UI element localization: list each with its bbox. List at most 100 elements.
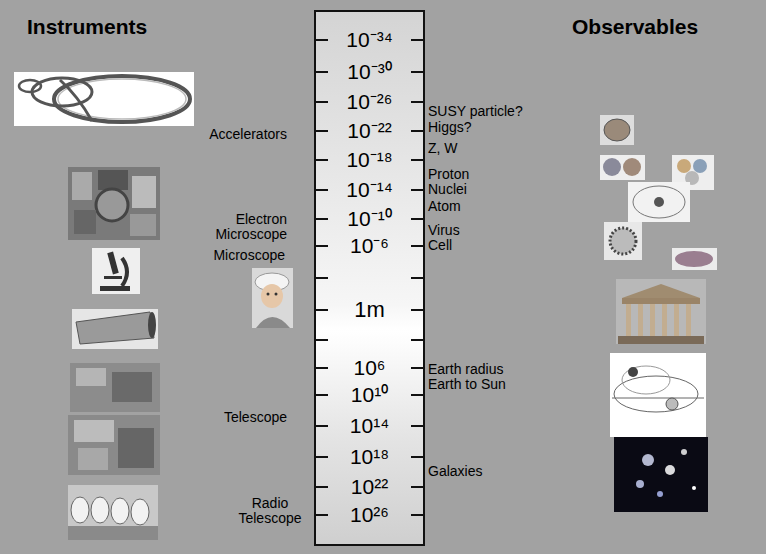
instrument-label: Telescope [224,410,287,425]
child-photo-part [275,293,278,296]
detector-image-part [130,214,156,236]
telescope-image-part [76,312,154,344]
radio-dishes-image [68,485,158,540]
tick-mark [411,130,423,132]
particle-images-part [633,186,685,218]
galaxy-image-part [681,449,687,455]
tick-mark [316,456,328,458]
parthenon-image [616,279,706,344]
telescope-photos-part [74,420,114,442]
galaxy-image-part [636,480,644,488]
tick-mark [411,456,423,458]
scale-value: 10¹⁰ [316,383,423,406]
particle-images-part [610,228,636,254]
accelerator-image-part [19,80,41,92]
particle-images [600,115,717,270]
tick-mark [316,159,328,161]
scale-value: 10⁻¹⁴ [316,178,423,201]
tick-mark [316,486,328,488]
detector-image [68,167,160,240]
tick-mark [316,367,328,369]
scale-value: 10²⁶ [316,503,423,526]
particle-images-part [603,158,621,176]
observable-label: Galaxies [428,464,482,479]
telescope-photos-part [78,448,108,470]
observable-label: Z, W [428,141,458,156]
tick-mark [316,514,328,516]
observable-label: Cell [428,238,452,253]
galaxy-image-part [692,486,696,490]
telescope-photos [68,363,160,475]
scale-value: 10⁻²⁶ [316,90,423,113]
accelerator-image-part [14,72,194,126]
instrument-label: Microscope [213,248,285,263]
solar-system-image-part [614,376,698,412]
child-photo-part [256,317,290,328]
observable-label: Earth radius [428,362,503,377]
column-heading: Instruments [27,15,147,38]
tick-mark [316,245,328,247]
column-heading: Observables [572,15,698,38]
solar-system-image-part [612,398,704,399]
microscope-image-part [122,258,127,286]
particle-images-part [693,159,707,173]
tick-mark [316,339,328,341]
child-photo [252,268,293,328]
scale-bar: 10⁻³⁴10⁻³⁰10⁻²⁶10⁻²²10⁻¹⁸10⁻¹⁴10⁻¹⁰10⁻⁶1… [314,10,425,546]
particle-images-part [628,182,690,222]
parthenon-image-part [622,284,700,298]
particle-images-part [600,155,645,180]
tick-mark [411,277,423,279]
tick-mark [411,159,423,161]
child-photo-part [252,268,293,328]
tick-mark [316,277,328,279]
radio-dishes-image-part [68,526,158,540]
detector-image-part [96,189,128,221]
accelerator-image [14,72,194,126]
tick-mark [411,514,423,516]
observable-label: Proton [428,167,469,182]
scale-value: 10²² [316,475,423,498]
particle-images-part [672,248,717,270]
tick-mark [316,309,328,311]
tick-mark [411,309,423,311]
tick-mark [411,245,423,247]
tick-mark [411,425,423,427]
parthenon-image-part [622,298,700,304]
accelerator-image-part [60,80,92,121]
microscope-image-part [92,248,140,294]
observable-label: Earth to Sun [428,377,506,392]
solar-system-image-part [666,398,678,410]
telescope-photos-part [112,372,152,402]
detector-image-part [98,170,128,190]
tick-mark [411,39,423,41]
scale-value: 10⁻³⁰ [316,60,423,83]
detector-image-part [68,167,160,240]
particle-images-part [604,222,642,260]
galaxy-image-part [657,491,663,497]
solar-system-image-part [622,366,670,394]
telescope-photos-part [68,415,160,475]
tick-mark [316,130,328,132]
radio-dishes-image-part [91,497,109,523]
parthenon-image-part [638,304,643,336]
detector-image-part [132,176,156,208]
tick-mark [411,218,423,220]
tick-mark [411,339,423,341]
tick-mark [411,101,423,103]
observable-label: Virus [428,223,460,238]
telescope-image [72,309,158,349]
microscope-image-part [100,286,130,291]
solar-system-image-part [610,353,706,437]
tick-mark [411,367,423,369]
instrument-label: Accelerators [209,127,287,142]
detector-image-part [74,210,96,234]
scale-value: 1m [316,298,423,322]
scale-value: 10⁶ [316,356,423,379]
tick-mark [411,71,423,73]
tick-mark [316,101,328,103]
radio-dishes-image-part [131,499,149,525]
telescope-image-part [72,309,158,349]
observable-label: Nuclei [428,182,467,197]
parthenon-image-part [618,336,704,344]
